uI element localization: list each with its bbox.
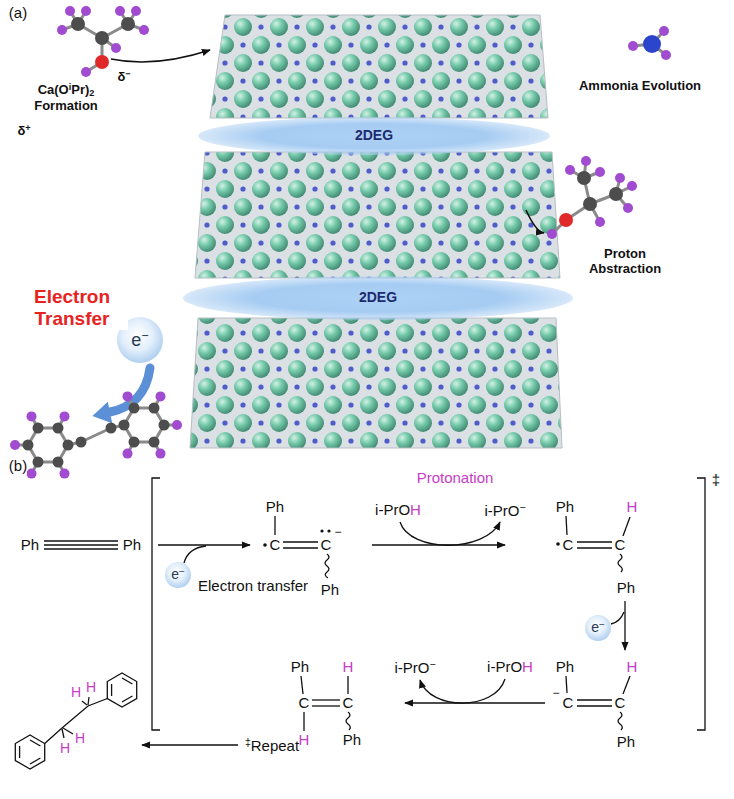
- atom-label: H: [86, 679, 96, 695]
- electron-bubble: e−: [585, 615, 611, 641]
- chem-group: Ph: [266, 498, 284, 515]
- atom-label: H: [299, 731, 310, 748]
- atom-label: C: [615, 694, 626, 711]
- process-note: Ammonia Evolution: [579, 79, 701, 94]
- chem-group: Ph: [123, 536, 141, 553]
- charge-label: −: [552, 687, 559, 701]
- atom-label: C: [615, 536, 626, 553]
- reagent-label: i-PrOH: [375, 501, 421, 518]
- step-label: Electron transfer: [198, 577, 308, 594]
- electron-gas-band: 2DEG: [198, 117, 550, 155]
- isopropanol-molecule: [57, 6, 149, 77]
- chem-group: Ph: [291, 658, 309, 675]
- atom-label: C: [270, 536, 281, 553]
- atom-label: H: [75, 730, 85, 746]
- electron-transfer-arrow: [92, 368, 150, 423]
- panel-label: (a): [9, 4, 27, 21]
- chem-group: Ph: [617, 733, 635, 750]
- step-label: Protonation: [417, 469, 494, 486]
- electron-dots: [263, 529, 560, 546]
- diphenylacetylene-molecule: [10, 391, 182, 478]
- node-text: e−: [171, 567, 185, 583]
- reagent-label: i-PrO−: [394, 658, 435, 676]
- chem-group: Ph: [617, 579, 635, 596]
- chem-group: Ph: [556, 658, 574, 675]
- panel-label: (b): [9, 457, 27, 474]
- charge-label: δ−: [117, 69, 130, 85]
- reaction-arrow: [111, 50, 210, 62]
- process-note: Proton Abstraction: [573, 247, 678, 277]
- node-text: e−: [131, 330, 148, 350]
- node-text: 2DEG: [359, 290, 397, 305]
- atom-label: H: [60, 740, 70, 756]
- reaction-scheme: [15, 478, 705, 769]
- atom-label: H: [71, 684, 81, 700]
- chem-group: Ph: [321, 581, 339, 598]
- atom-label: C: [321, 536, 332, 553]
- atom-label: H: [343, 658, 354, 675]
- electron-gas-band: 2DEG: [183, 276, 573, 320]
- node-text: 2DEG: [355, 128, 393, 143]
- charge-label: δ+: [17, 123, 30, 139]
- chem-group: Ph: [343, 731, 361, 748]
- reaction-arrow: [526, 210, 544, 233]
- reagent-label: i-PrO−: [484, 501, 525, 519]
- atom-label: C: [563, 694, 574, 711]
- chem-group: Ph: [556, 498, 574, 515]
- ammonia-molecule: [628, 26, 671, 60]
- step-label: ‡Repeat: [245, 736, 299, 754]
- electron-bubble: e−: [165, 562, 191, 588]
- electride-layers: [190, 15, 562, 448]
- reagent-label: i-PrOH: [487, 658, 533, 675]
- node-text: e−: [591, 620, 605, 636]
- process-note: Ca(OiPr)2 Formation: [13, 82, 119, 114]
- atom-label: C: [299, 694, 310, 711]
- atom-label: H: [627, 498, 638, 515]
- process-title: Electron Transfer: [16, 286, 128, 330]
- chem-group: Ph: [21, 536, 39, 553]
- atom-label: H: [627, 658, 638, 675]
- charge-label: −: [334, 526, 341, 540]
- atom-label: C: [343, 694, 354, 711]
- bracket-mark: ‡: [712, 471, 720, 488]
- atom-label: C: [563, 536, 574, 553]
- isopropanol-molecule: [547, 156, 637, 239]
